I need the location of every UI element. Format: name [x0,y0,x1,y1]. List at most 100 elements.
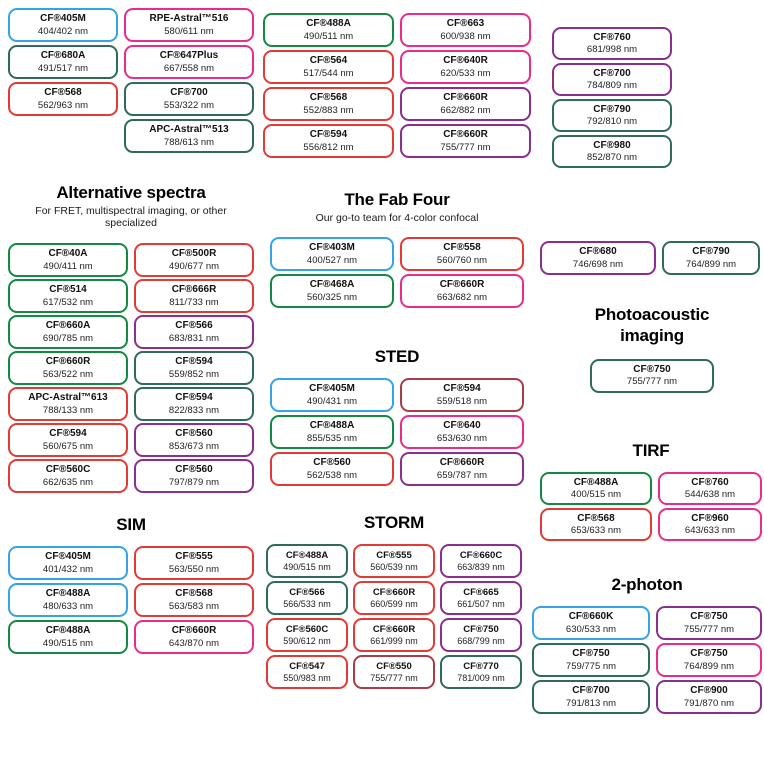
dye-name: CF®980 [593,139,631,151]
dye-name: CF®660R [171,625,217,637]
dye-name: CF®405M [309,383,355,395]
dye-name: CF®760 [691,476,729,488]
dye-name: CF®560 [313,457,351,469]
section-header: TIRF [540,440,762,461]
dye-name: CF®660R [372,586,416,598]
dye-wavelengths: 566/533 nm [283,598,331,609]
dye-wavelengths: 681/998 nm [586,44,638,56]
dye-wavelengths: 784/809 nm [586,80,638,92]
dye-name: CF®680 [579,246,617,258]
dye-name: CF®666R [171,284,217,296]
dye-name: CF®560 [175,464,213,476]
dye-name: CF®760 [593,31,631,43]
dye-wavelengths: 822/833 nm [168,404,220,416]
dye-wavelengths: 630/533 nm [565,623,617,635]
dye-name: CF®488A [285,549,329,561]
dye-name: CF®568 [577,512,615,524]
dye-wavelengths: 400/527 nm [306,254,358,266]
dye-name: CF®660C [459,549,503,561]
dye-wavelengths: 690/785 nm [42,332,94,344]
dye-name: CF®558 [443,242,481,254]
dye-wavelengths: 490/511 nm [303,30,354,42]
dye-name: CF®488A [45,588,91,600]
dye-wavelengths: 661/507 nm [457,598,505,609]
dye-wavelengths: 643/633 nm [684,525,736,537]
dye-name: CF®900 [690,685,728,697]
dye-name: CF®560C [45,464,91,476]
dye-name: CF®750 [690,648,728,660]
dye-name: CF®660R [443,129,488,141]
dye-name: CF®700 [593,67,631,79]
dye-name: CF®488A [306,18,351,30]
dye-wavelengths: 480/633 nm [42,600,94,612]
dye-wavelengths: 559/518 nm [436,395,488,407]
dye-wavelengths: 490/431 nm [306,395,358,407]
dye-wavelengths: 563/583 nm [168,600,220,612]
section-subtitle: For FRET, multispectral imaging, or othe… [35,205,227,230]
dye-name: CF®660R [372,623,416,635]
dye-name: CF®594 [175,356,213,368]
dye-wavelengths: 764/899 nm [683,660,735,672]
dye-name: CF®468A [309,279,355,291]
section-title: 2-photon [611,575,683,594]
dye-name: CF®594 [309,129,348,141]
dye-wavelengths: 560/675 nm [42,440,94,452]
dye-wavelengths: 404/402 nm [37,25,89,37]
dye-wavelengths: 662/882 nm [440,104,491,116]
dye-name: APC-Astral™613 [28,392,108,404]
dye-name: CF®568 [44,87,82,99]
dye-name: CF®680A [40,50,86,62]
dye-name: CF®568 [309,92,348,104]
dye-wavelengths: 491/517 nm [37,62,89,74]
dye-name: CF®405M [40,13,86,25]
dye-wavelengths: 490/515 nm [42,637,94,649]
dye-name: CF®750 [633,363,671,375]
dye-name: CF®660R [45,356,91,368]
dye-name: CF®660A [45,320,91,332]
